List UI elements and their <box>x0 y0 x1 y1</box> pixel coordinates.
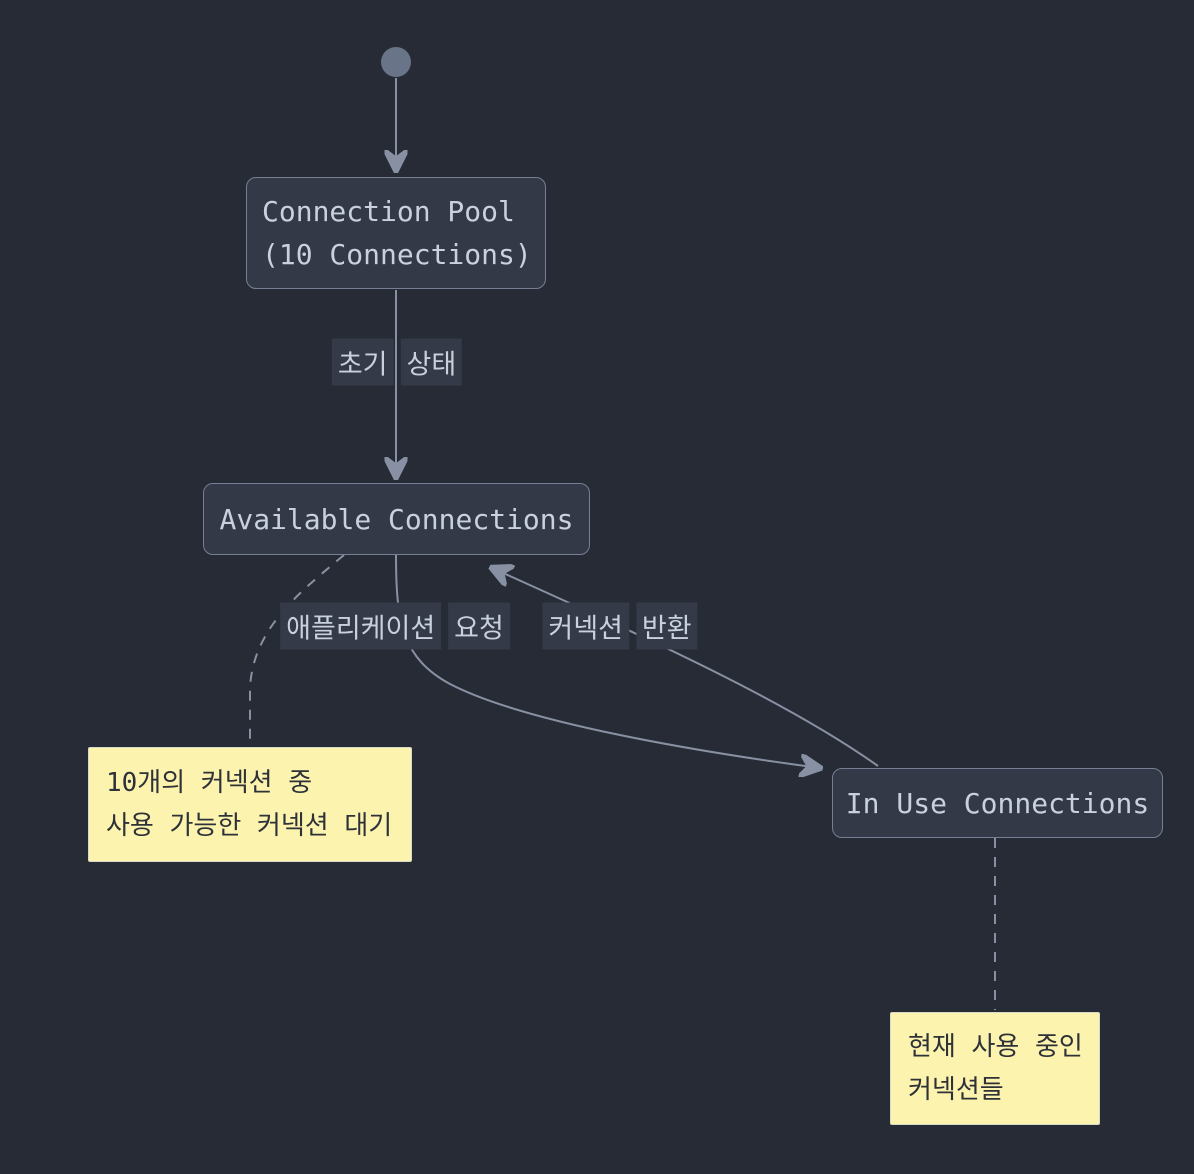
edge-inuse-to-available <box>492 568 879 767</box>
edge-label-connection-return: 커넥션 반환 <box>542 602 698 650</box>
note-line: 10개의 커넥션 중 <box>106 767 313 798</box>
edge-label-word: 반환 <box>635 602 698 650</box>
note-available-connections-wait: 10개의 커넥션 중 사용 가능한 커넥션 대기 <box>88 747 412 862</box>
state-label-line: (10 Connections) <box>262 238 532 271</box>
state-label: Available Connections <box>219 502 574 536</box>
start-state-dot <box>381 47 411 77</box>
state-node-connection-pool: Connection Pool (10 Connections) <box>246 177 546 289</box>
edge-label-initial-state: 초기 상태 <box>331 338 463 386</box>
edge-label-word: 커넥션 <box>542 602 629 650</box>
state-label: In Use Connections <box>845 786 1150 820</box>
edge-available-to-inuse <box>395 554 820 768</box>
state-node-available-connections: Available Connections <box>203 483 590 555</box>
note-in-use-connections: 현재 사용 중인 커넥션들 <box>890 1012 1100 1125</box>
edge-available-note-link <box>249 554 345 745</box>
edge-label-word: 상태 <box>400 338 463 386</box>
edge-label-word: 애플리케이션 <box>280 602 442 650</box>
state-node-in-use-connections: In Use Connections <box>832 768 1163 838</box>
note-line: 커넥션들 <box>908 1074 1004 1105</box>
note-line: 사용 가능한 커넥션 대기 <box>106 810 393 841</box>
edge-label-word: 요청 <box>448 602 510 650</box>
edge-label-application-request: 애플리케이션 요청 <box>280 602 510 650</box>
edge-label-word: 초기 <box>331 338 394 386</box>
note-line: 현재 사용 중인 <box>908 1031 1083 1062</box>
state-label-line: Connection Pool <box>262 195 515 228</box>
